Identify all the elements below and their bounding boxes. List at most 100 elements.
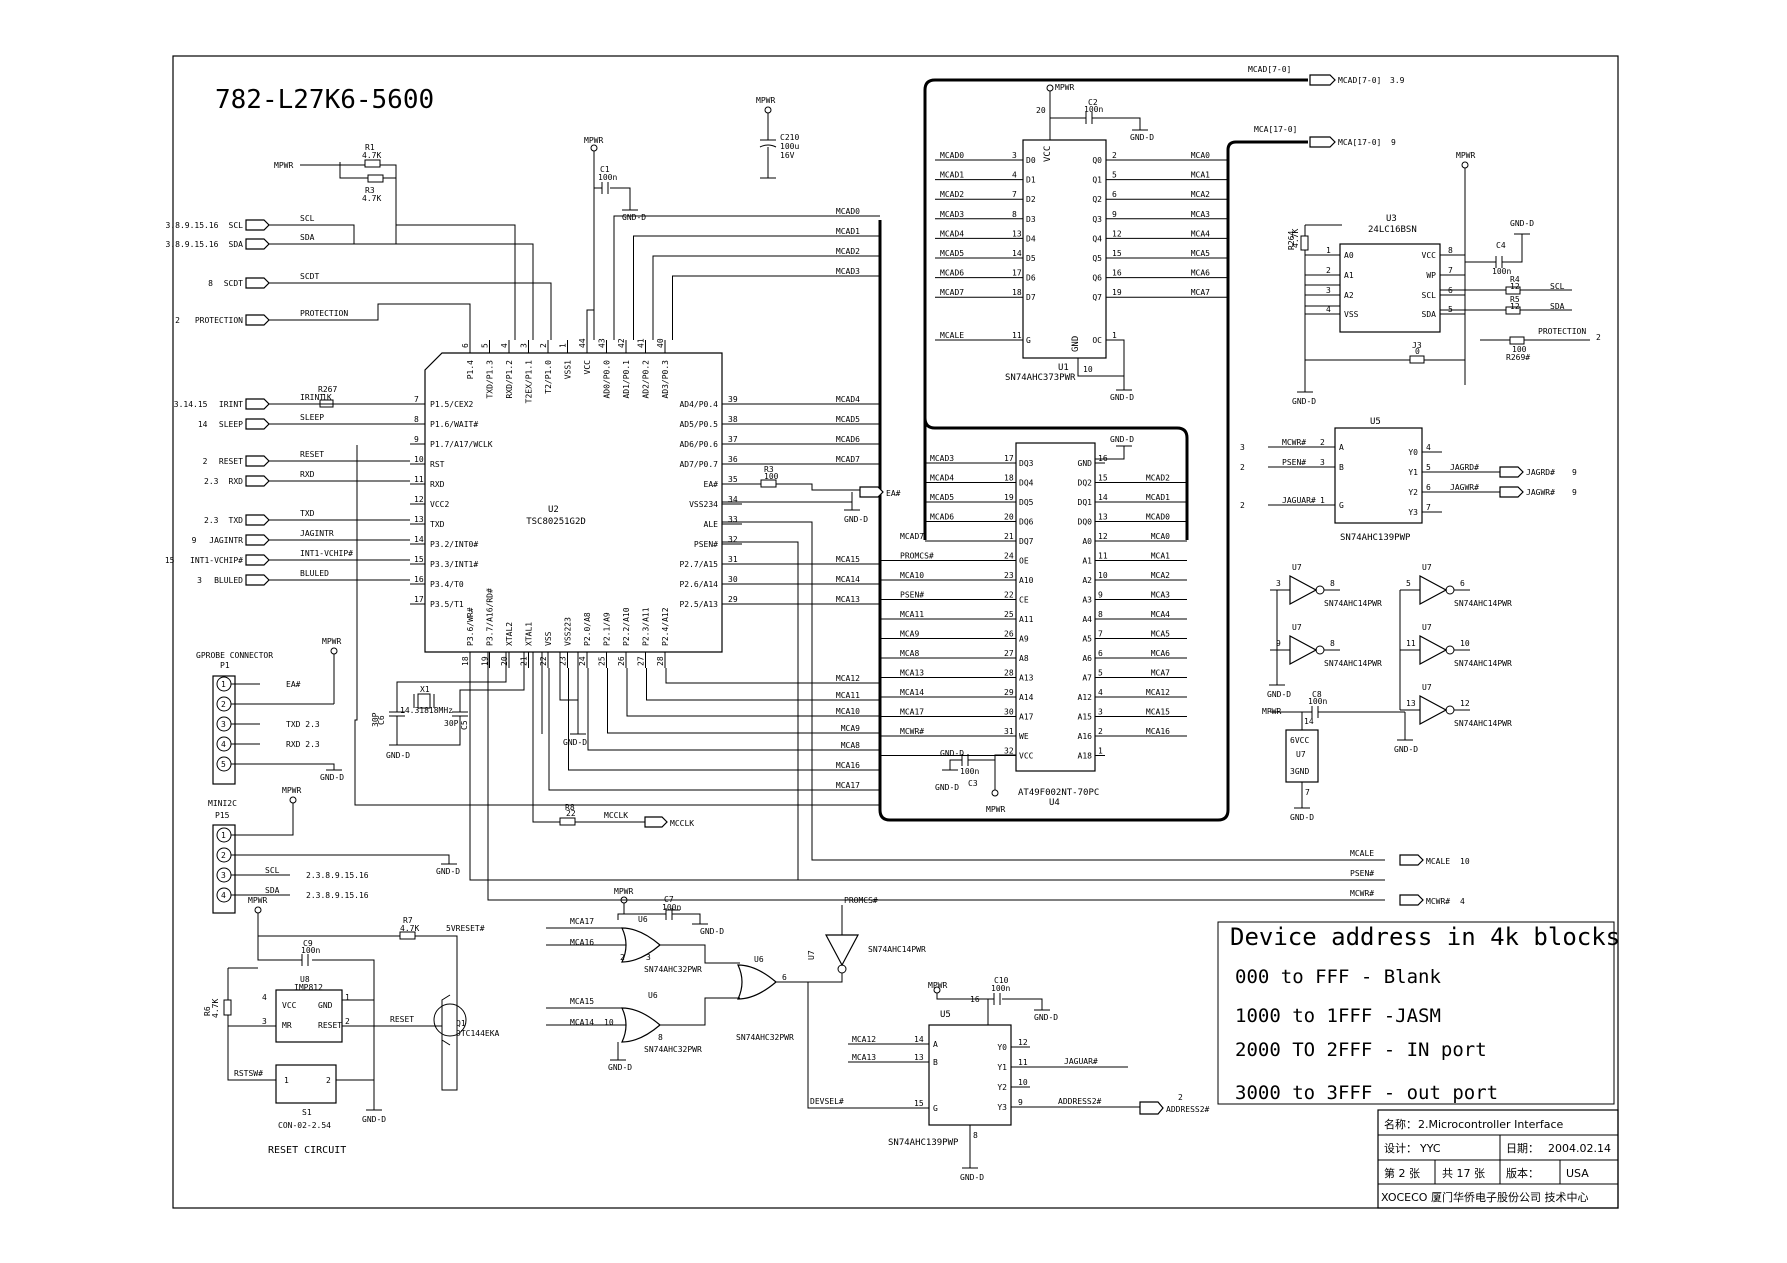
gprobe-pin-num: 3 xyxy=(221,720,226,729)
u1-right-net-name: MCA4 xyxy=(1191,229,1210,238)
u5a-input-pin: A xyxy=(1339,443,1344,452)
u8-pin-num: 3 xyxy=(262,1017,267,1026)
inverter-symbol xyxy=(1419,634,1448,666)
u4-right-net-name: MCAD2 xyxy=(1146,474,1170,483)
left-connector-net-on-wire: SCL xyxy=(300,214,315,223)
c8-ref: C8 xyxy=(1312,690,1322,699)
u1-left-pin-name: D0 xyxy=(1026,156,1036,165)
c9-ref: C9 xyxy=(303,939,313,948)
u4-left-net-name: PSEN# xyxy=(900,591,924,600)
svg-text:2: 2 xyxy=(326,1076,331,1085)
u7-inv-ref: U7 xyxy=(807,950,816,960)
x1-value: 14.31818MHz xyxy=(400,706,453,715)
u6b-in-num2: 10 xyxy=(604,1018,614,1027)
inverter-part: SN74AHC14PWR xyxy=(1454,659,1512,668)
r269-value: 100 xyxy=(1512,345,1527,354)
u4-right-pin-name: A16 xyxy=(1078,732,1093,741)
title-version-value: USA xyxy=(1566,1167,1589,1180)
u4-right-pin-name: A2 xyxy=(1082,576,1092,585)
u6a-part: SN74AHC32PWR xyxy=(644,965,702,974)
u3-left-pin-name: A2 xyxy=(1344,291,1354,300)
gprobe-pin-num: 4 xyxy=(221,740,226,749)
u5b-gnd-num: 8 xyxy=(973,1131,978,1140)
c10-gnd: GND-D xyxy=(1034,1013,1058,1022)
u3-right-pin-num: 7 xyxy=(1448,266,1453,275)
inv-gnd: GND-D xyxy=(1394,745,1418,754)
gprobe-ref: P1 xyxy=(220,661,230,670)
u2-left-pin-name: P3.4/T0 xyxy=(430,580,464,589)
u6b-part: SN74AHC32PWR xyxy=(644,1045,702,1054)
u2-bottom-pin-num: 28 xyxy=(656,656,665,666)
u4-right-pin-name: A4 xyxy=(1082,615,1092,624)
c7-ref: C7 xyxy=(664,895,674,904)
u2-right-net-name: MCA15 xyxy=(836,555,860,564)
x1-ref: X1 xyxy=(420,685,430,694)
u2-right-pin-num: 33 xyxy=(728,515,738,524)
u1-right-pin-num: 5 xyxy=(1112,171,1117,180)
inverter-part: SN74AHC14PWR xyxy=(1324,599,1382,608)
u2-top-pin-name: TXD/P1.3 xyxy=(486,360,495,399)
u1-left-pin-name: D6 xyxy=(1026,274,1036,283)
u2-top-pin-num: 43 xyxy=(598,338,607,348)
u2-top-pin-num: 4 xyxy=(500,343,509,348)
u4-left-net-name: MCAD7 xyxy=(900,532,924,541)
u2-top-pin-name: T2/P1.0 xyxy=(544,360,553,394)
u4-left-pin-num: 28 xyxy=(1004,669,1014,678)
u1-right-pin-num: 19 xyxy=(1112,288,1122,297)
u4-right-net-name: MCA1 xyxy=(1151,552,1170,561)
reset-net: RESET xyxy=(390,1015,414,1024)
u2-bottom-net-name: MCA11 xyxy=(836,691,860,700)
u4-left-net-name: MCA13 xyxy=(900,669,924,678)
u3-gnd: GND-D xyxy=(1292,397,1316,406)
mca-offpage-ref: 9 xyxy=(1391,138,1396,147)
inv-gnd-left: GND-D xyxy=(1267,690,1291,699)
vss-gnd: GND-D xyxy=(563,738,587,747)
u2-right-pin-name: AD5/P0.5 xyxy=(679,420,718,429)
u2-left-pin-num: 15 xyxy=(414,555,424,564)
u2-left-pin-name: P3.3/INT1# xyxy=(430,560,478,569)
u1-vcc-pin: VCC xyxy=(1043,146,1053,162)
u4-right-pin-num: 12 xyxy=(1098,532,1108,541)
title-block: 名称： 2.Microcontroller Interface 设计： YYC … xyxy=(1377,1109,1619,1209)
left-connector-ref: 2 xyxy=(203,457,208,466)
u8-pin-name: GND xyxy=(318,1001,333,1010)
mca-offpage-net: MCA[17-0] xyxy=(1338,138,1381,147)
left-connector-net-on-wire: PROTECTION xyxy=(300,309,348,318)
u1-right-net-name: MCA5 xyxy=(1191,249,1210,258)
left-connector-ref: 2.3 xyxy=(204,477,219,486)
u2-right-net-name: MCAD4 xyxy=(836,395,860,404)
u1-right-pin-name: Q3 xyxy=(1092,215,1102,224)
u2-bottom-pin-name: VSS223 xyxy=(564,617,573,646)
u1-left-pin-num: 3 xyxy=(1012,151,1017,160)
u2-top-net-wire xyxy=(652,255,880,340)
u2-left-pin-num: 8 xyxy=(414,415,419,424)
u4-left-pin-name: A10 xyxy=(1019,576,1034,585)
u1-right-pin-name: Q5 xyxy=(1092,254,1102,263)
c5-value: 30P xyxy=(444,719,459,728)
u6b-out: 8 xyxy=(658,1033,663,1042)
rstsw-net: RSTSW# xyxy=(234,1069,263,1078)
c4-value: 100n xyxy=(1492,267,1511,276)
u1-left-net-name: MCAD6 xyxy=(940,269,964,278)
u4-right-pin-name: GND xyxy=(1078,459,1093,468)
u2-top-pin-num: 41 xyxy=(637,338,646,348)
r4-value: 12 xyxy=(1510,282,1520,291)
title-date-value: 2004.02.14 xyxy=(1548,1142,1611,1155)
u2-top-pin-name: P1.4 xyxy=(466,360,475,379)
c3-gnd: GND-D xyxy=(935,783,959,792)
drawing-number: 782-L27K6-5600 xyxy=(215,85,434,115)
u2-top-pin-num: 5 xyxy=(481,343,490,348)
u2-right-pin-name: EA# xyxy=(704,480,719,489)
r8-ref: R8 xyxy=(565,803,575,812)
c210-ref: C210 xyxy=(780,133,799,142)
u5a-output-pin: Y2 xyxy=(1408,488,1418,497)
c8-value: 100n xyxy=(1308,697,1327,706)
u4-right-pin-num: 1 xyxy=(1098,747,1103,756)
notes-line-1: 000 to FFF - Blank xyxy=(1235,966,1441,988)
u2-left-pin-num: 11 xyxy=(414,475,424,484)
u2-right-pin-name: AD7/P0.7 xyxy=(679,460,718,469)
inverter-output-num: 10 xyxy=(1460,639,1470,648)
left-connector-net: RXD xyxy=(229,477,244,486)
u2-top-pin-num: 6 xyxy=(461,343,470,348)
c10-ref: C10 xyxy=(994,976,1009,985)
